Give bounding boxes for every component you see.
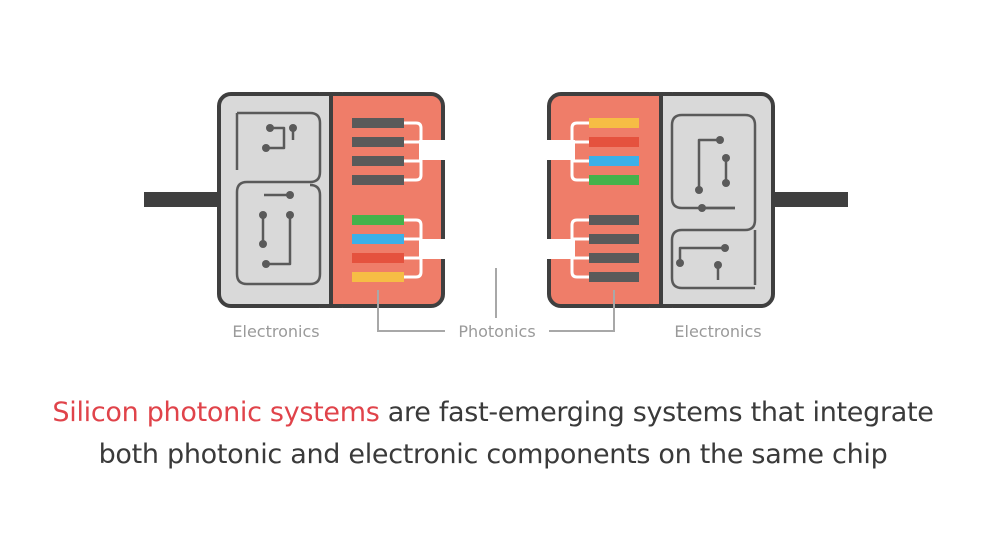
- circuit-node: [716, 136, 724, 144]
- left-bottom-wavelength-bars: [352, 215, 404, 282]
- photonics-label: Photonics: [458, 322, 535, 341]
- right-bottom-waveguide-bars: [589, 215, 639, 282]
- green-bar: [352, 215, 404, 225]
- yellow-bar: [589, 118, 639, 128]
- right-circuit-traces: [670, 113, 757, 290]
- left-lead: [144, 192, 220, 207]
- circuit-node: [286, 211, 294, 219]
- circuit-node: [262, 144, 270, 152]
- right-chip: [547, 92, 775, 308]
- circuit-node: [676, 259, 684, 267]
- left-top-waveguide-bars: [352, 118, 404, 185]
- blue-bar: [589, 156, 639, 166]
- red-bar: [589, 137, 639, 147]
- circuit-node: [259, 240, 267, 248]
- circuit-node: [289, 124, 297, 132]
- electronics-left-label: Electronics: [232, 322, 319, 341]
- circuit-node: [714, 261, 722, 269]
- circuit-node: [722, 154, 730, 162]
- yellow-bar: [352, 272, 404, 282]
- blue-bar: [352, 234, 404, 244]
- silicon-photonics-diagram: Electronics Photonics Electronics: [144, 92, 848, 341]
- right-top-wavelength-bars: [589, 118, 639, 185]
- red-bar: [352, 253, 404, 263]
- circuit-node: [286, 191, 294, 199]
- circuit-node: [722, 179, 730, 187]
- waveguide-bar: [352, 156, 404, 166]
- caption-line-2: both photonic and electronic components …: [98, 439, 888, 470]
- circuit-node: [259, 211, 267, 219]
- waveguide-bar: [352, 137, 404, 147]
- caption-line-1-rest: are fast-emerging systems that integrate: [379, 397, 934, 428]
- waveguide-bar: [352, 118, 404, 128]
- circuit-node: [262, 260, 270, 268]
- waveguide-bar: [589, 215, 639, 225]
- photonics-callout-lines: [377, 268, 615, 332]
- bottom-optical-link: [419, 239, 575, 259]
- circuit-node: [698, 204, 706, 212]
- green-bar: [589, 175, 639, 185]
- waveguide-bar: [352, 175, 404, 185]
- right-circuit-nodes: [676, 136, 730, 269]
- caption-highlight: Silicon photonic systems: [52, 397, 380, 428]
- waveguide-bar: [589, 234, 639, 244]
- caption: Silicon photonic systems are fast-emergi…: [0, 392, 986, 476]
- caption-line-1: Silicon photonic systems are fast-emergi…: [0, 392, 986, 434]
- left-chip: [217, 92, 445, 308]
- circuit-node: [721, 244, 729, 252]
- right-lead: [772, 192, 848, 207]
- circuit-node: [695, 186, 703, 194]
- waveguide-bar: [589, 272, 639, 282]
- top-optical-link: [419, 140, 575, 160]
- waveguide-bar: [589, 253, 639, 263]
- electronics-right-label: Electronics: [674, 322, 761, 341]
- left-circuit-nodes: [259, 124, 297, 268]
- circuit-node: [266, 124, 274, 132]
- left-circuit-traces: [235, 111, 322, 286]
